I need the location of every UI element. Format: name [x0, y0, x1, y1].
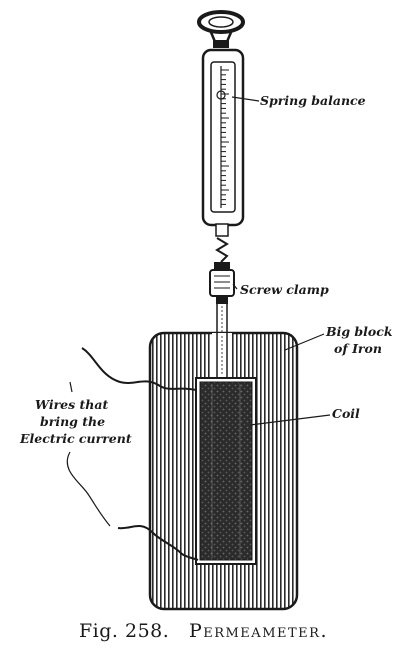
figure-title: Permeameter.: [188, 620, 328, 642]
pointer-lines: [66, 96, 331, 527]
hanging-ring: [197, 10, 245, 48]
label-wires-line1: Wires that: [35, 397, 109, 412]
figure-number: Fig. 258.: [79, 620, 170, 642]
figure-caption: Fig. 258. Permeameter.: [0, 620, 407, 642]
spring-balance: [201, 48, 245, 227]
label-wires-line2: bring the: [40, 414, 106, 429]
balance-hook: [215, 223, 229, 263]
label-iron-line1: Big block: [326, 324, 393, 339]
label-coil: Coil: [332, 406, 360, 421]
coil: [195, 377, 257, 565]
label-screw-clamp: Screw clamp: [240, 282, 329, 297]
label-spring-balance: Spring balance: [260, 93, 366, 108]
screw-clamp: [209, 262, 235, 304]
label-iron-line2: of Iron: [334, 341, 382, 356]
balance-scale-ticks: [221, 69, 229, 205]
electric-wires: [81, 347, 199, 561]
label-wires-line3: Electric current: [20, 431, 132, 446]
